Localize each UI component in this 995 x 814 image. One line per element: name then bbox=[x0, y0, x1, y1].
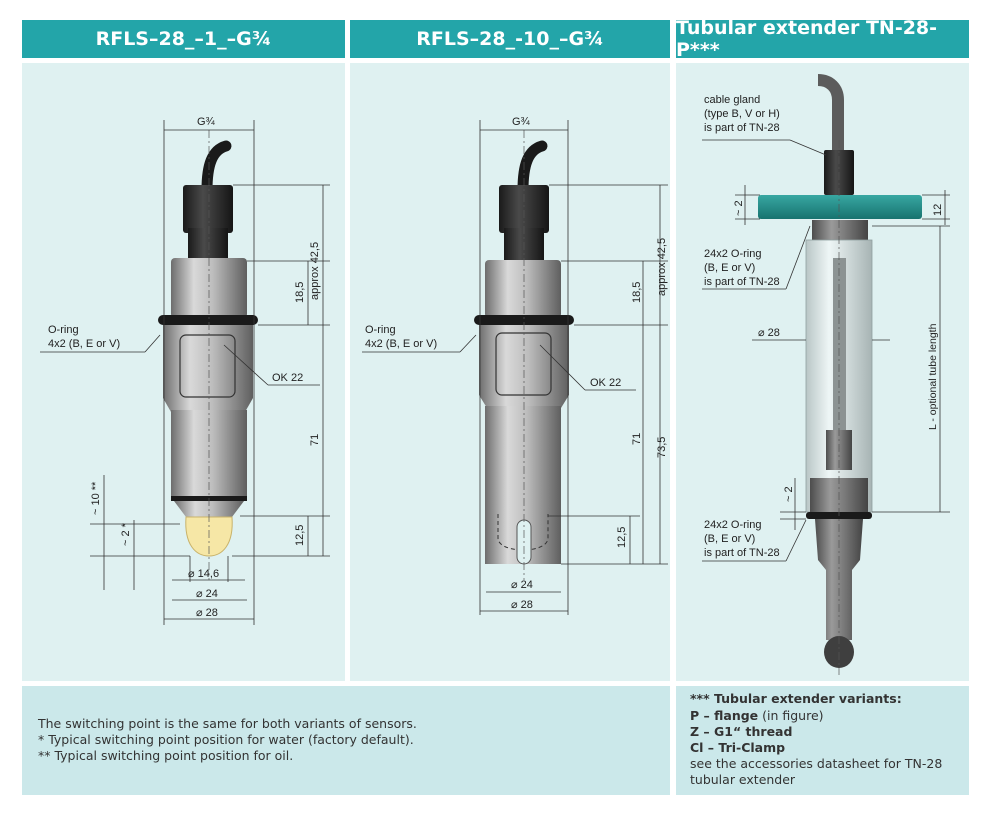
tubular-extender bbox=[758, 74, 922, 675]
header-rfls-1: RFLS–28_–1_–G¾ bbox=[22, 20, 345, 58]
dimension-73-5-label: 73,5 bbox=[656, 437, 668, 458]
dimensions-rfls-10 bbox=[362, 120, 668, 615]
o-ring-top-label-1: 24x2 O-ring bbox=[704, 248, 761, 260]
variant-cl: Cl – Tri-Clamp bbox=[690, 740, 786, 755]
wrench-size-label: OK 22 bbox=[272, 372, 303, 384]
notes-switching-point: The switching point is the same for both… bbox=[22, 686, 670, 795]
variant-p-code: P – flange bbox=[690, 708, 759, 723]
variant-p: P – flange (in figure) bbox=[690, 708, 824, 723]
flange-gap-label: ~ 2 bbox=[733, 200, 745, 216]
o-ring-top-label-2: (B, E or V) bbox=[704, 262, 755, 274]
dimension-labels-rfls-10: G¾ O-ring 4x2 (B, E or V) OK 22 approx 4… bbox=[365, 116, 668, 611]
dimension-18-5-label-2: 18,5 bbox=[631, 282, 643, 303]
tube-diameter-label: ⌀ 28 bbox=[758, 327, 780, 339]
dimensions-rfls-1 bbox=[40, 120, 330, 625]
flange-thickness-label: 12 bbox=[932, 204, 944, 216]
o-ring-bottom-label-1: 24x2 O-ring bbox=[704, 519, 761, 531]
sensor-rfls-10 bbox=[474, 130, 574, 580]
o-ring-spec-label: 4x2 (B, E or V) bbox=[48, 338, 120, 350]
oil-switch-dimension-label: ~ 10 ** bbox=[90, 481, 102, 515]
variant-p-desc: (in figure) bbox=[758, 708, 824, 723]
header-rfls-10: RFLS–28_-10_–G¾ bbox=[350, 20, 670, 58]
o-ring-label-2: O-ring bbox=[365, 324, 396, 336]
o-ring-label: O-ring bbox=[48, 324, 79, 336]
o-ring-top-label-3: is part of TN-28 bbox=[704, 276, 780, 288]
dimension-labels-rfls-1: G¾ O-ring 4x2 (B, E or V) OK 22 approx 4… bbox=[48, 116, 321, 619]
cable-gland-label-1: cable gland bbox=[704, 94, 760, 106]
note-line-1: The switching point is the same for both… bbox=[38, 716, 417, 731]
header-extender: Tubular extender TN-28-P*** bbox=[676, 17, 969, 61]
see-datasheet-line-1: see the accessories datasheet for TN-28 bbox=[690, 756, 943, 771]
cable-gland-label-2: (type B, V or H) bbox=[704, 108, 780, 120]
header-extender-label: Tubular extender TN-28-P*** bbox=[676, 17, 938, 61]
wrench-size-label-2: OK 22 bbox=[590, 377, 621, 389]
sensor-rfls-1 bbox=[158, 130, 258, 580]
lower-gap-label: ~ 2 bbox=[783, 486, 795, 502]
note-line-2: * Typical switching point position for w… bbox=[38, 732, 414, 747]
diameter-14-6-label: ⌀ 14,6 bbox=[188, 568, 219, 580]
tube-length-label: L - optional tube length bbox=[927, 323, 939, 430]
o-ring-bottom-label-3: is part of TN-28 bbox=[704, 547, 780, 559]
approx-dimension-label: approx 42,5 bbox=[309, 242, 321, 300]
diameter-24-label-2: ⌀ 24 bbox=[511, 579, 533, 591]
notes-extender-variants: *** Tubular extender variants: P – flang… bbox=[676, 686, 969, 795]
see-datasheet-line-2: tubular extender bbox=[690, 772, 796, 787]
note-line-3: ** Typical switching point position for … bbox=[38, 748, 294, 763]
water-switch-dimension-label: ~ 2 * bbox=[120, 522, 132, 546]
dimension-12-5-label-2: 12,5 bbox=[616, 527, 628, 548]
header-rfls-1-label: RFLS–28_–1_–G¾ bbox=[95, 28, 272, 50]
dimension-71-label: 71 bbox=[309, 434, 321, 446]
dimension-18-5-label: 18,5 bbox=[294, 282, 306, 303]
approx-dimension-label-2: approx 42,5 bbox=[656, 238, 668, 296]
diameter-28-label: ⌀ 28 bbox=[196, 607, 218, 619]
variant-z: Z – G1“ thread bbox=[690, 724, 793, 739]
dimensions-extender bbox=[702, 139, 950, 562]
diameter-28-label-2: ⌀ 28 bbox=[511, 599, 533, 611]
diameter-24-label: ⌀ 24 bbox=[196, 588, 218, 600]
o-ring-spec-label-2: 4x2 (B, E or V) bbox=[365, 338, 437, 350]
dimension-labels-extender: cable gland (type B, V or H) is part of … bbox=[704, 94, 944, 559]
thread-label: G¾ bbox=[197, 116, 216, 128]
o-ring-bottom-label-2: (B, E or V) bbox=[704, 533, 755, 545]
dimension-71-label-2: 71 bbox=[631, 433, 643, 445]
dimension-12-5-label: 12,5 bbox=[294, 525, 306, 546]
variants-title: *** Tubular extender variants: bbox=[690, 691, 902, 706]
cable-gland-label-3: is part of TN-28 bbox=[704, 122, 780, 134]
header-rfls-10-label: RFLS–28_-10_–G¾ bbox=[416, 28, 604, 50]
thread-label-2: G¾ bbox=[512, 116, 531, 128]
